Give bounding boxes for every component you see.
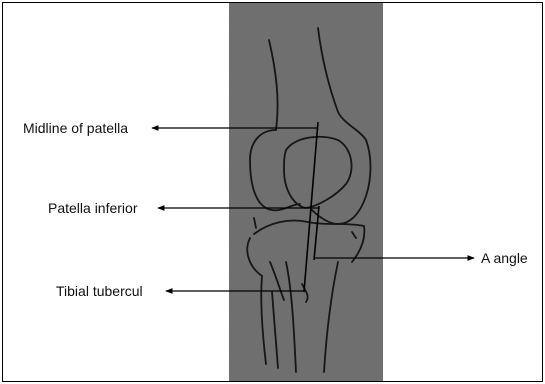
label-patella-inferior: Patella inferior [48,200,138,216]
label-a-angle: A angle [481,250,528,266]
knee-panel [229,3,383,381]
label-midline-of-patella: Midline of patella [23,120,128,136]
label-tibial-tubercle: Tibial tubercul [56,283,143,299]
